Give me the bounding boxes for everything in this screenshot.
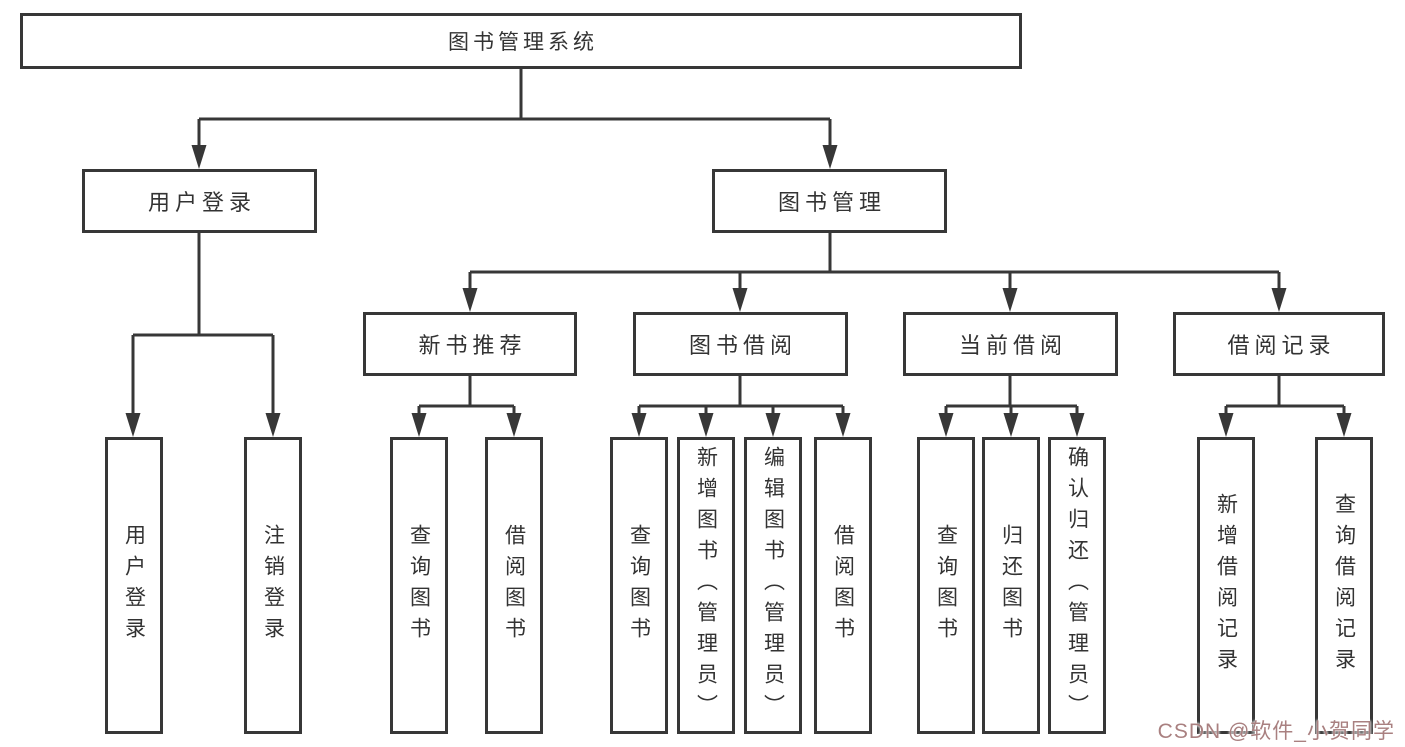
arrow-down-icon [765,413,781,437]
leaf-edit-books-admin-label: 编辑图书（管理员） [761,446,785,725]
arrow-down-icon [506,413,522,437]
arrow-down-icon [411,413,427,437]
node-new-book-recommend: 新书推荐 [363,312,577,376]
leaf-query-books-2: 查询图书 [610,437,668,734]
node-user-login-label: 用户登录 [147,190,256,215]
arrow-down-icon [1003,413,1019,437]
node-current-borrow: 当前借阅 [903,312,1118,376]
arrow-down-icon [125,413,141,437]
leaf-add-books-admin-label: 新增图书（管理员） [694,446,718,725]
arrow-down-icon [1271,288,1287,312]
arrow-down-icon [191,145,207,169]
arrow-down-icon [938,413,954,437]
arrowheads [125,145,1352,437]
node-book-borrow-label: 图书借阅 [688,333,797,358]
watermark: CSDN @软件_小贺同学 [1157,720,1395,743]
leaf-borrow-books-2: 借阅图书 [814,437,872,734]
node-borrow-record: 借阅记录 [1173,312,1385,376]
leaf-confirm-return-admin: 确认归还（管理员） [1048,437,1106,734]
arrow-down-icon [822,145,838,169]
leaf-logout-label: 注销登录 [261,523,285,648]
leaf-confirm-return-admin-label: 确认归还（管理员） [1065,446,1089,725]
leaf-borrow-books-1: 借阅图书 [485,437,543,734]
node-book-management-label: 图书管理 [777,190,886,215]
leaf-edit-books-admin: 编辑图书（管理员） [744,437,802,734]
node-current-borrow-label: 当前借阅 [958,333,1067,358]
node-new-book-recommend-label: 新书推荐 [418,333,527,358]
leaf-query-books-1-label: 查询图书 [407,523,431,648]
leaf-borrow-books-2-label: 借阅图书 [831,523,855,648]
leaf-return-books: 归还图书 [982,437,1040,734]
arrow-down-icon [1336,413,1352,437]
leaf-query-borrow-record-label: 查询借阅记录 [1332,492,1356,679]
node-book-management: 图书管理 [712,169,947,233]
node-user-login: 用户登录 [82,169,317,233]
arrow-down-icon [1218,413,1234,437]
leaf-add-borrow-record-label: 新增借阅记录 [1214,492,1238,679]
leaf-query-books-3-label: 查询图书 [934,523,958,648]
leaf-return-books-label: 归还图书 [999,523,1023,648]
arrow-down-icon [732,288,748,312]
arrow-down-icon [1069,413,1085,437]
arrow-down-icon [835,413,851,437]
leaf-query-books-3: 查询图书 [917,437,975,734]
node-root-label: 图书管理系统 [448,31,598,54]
leaf-query-books-1: 查询图书 [390,437,448,734]
node-book-borrow: 图书借阅 [633,312,848,376]
arrow-down-icon [265,413,281,437]
leaf-borrow-books-1-label: 借阅图书 [502,523,526,648]
arrow-down-icon [631,413,647,437]
leaf-user-login: 用户登录 [105,437,163,734]
connector-path [131,69,1346,419]
node-borrow-record-label: 借阅记录 [1227,333,1336,358]
node-root: 图书管理系统 [20,13,1022,69]
leaf-query-books-2-label: 查询图书 [627,523,651,648]
leaf-query-borrow-record: 查询借阅记录 [1315,437,1373,734]
leaf-user-login-label: 用户登录 [122,523,146,648]
arrow-down-icon [462,288,478,312]
arrow-down-icon [1002,288,1018,312]
leaf-add-books-admin: 新增图书（管理员） [677,437,735,734]
arrow-down-icon [698,413,714,437]
leaf-add-borrow-record: 新增借阅记录 [1197,437,1255,734]
leaf-logout: 注销登录 [244,437,302,734]
